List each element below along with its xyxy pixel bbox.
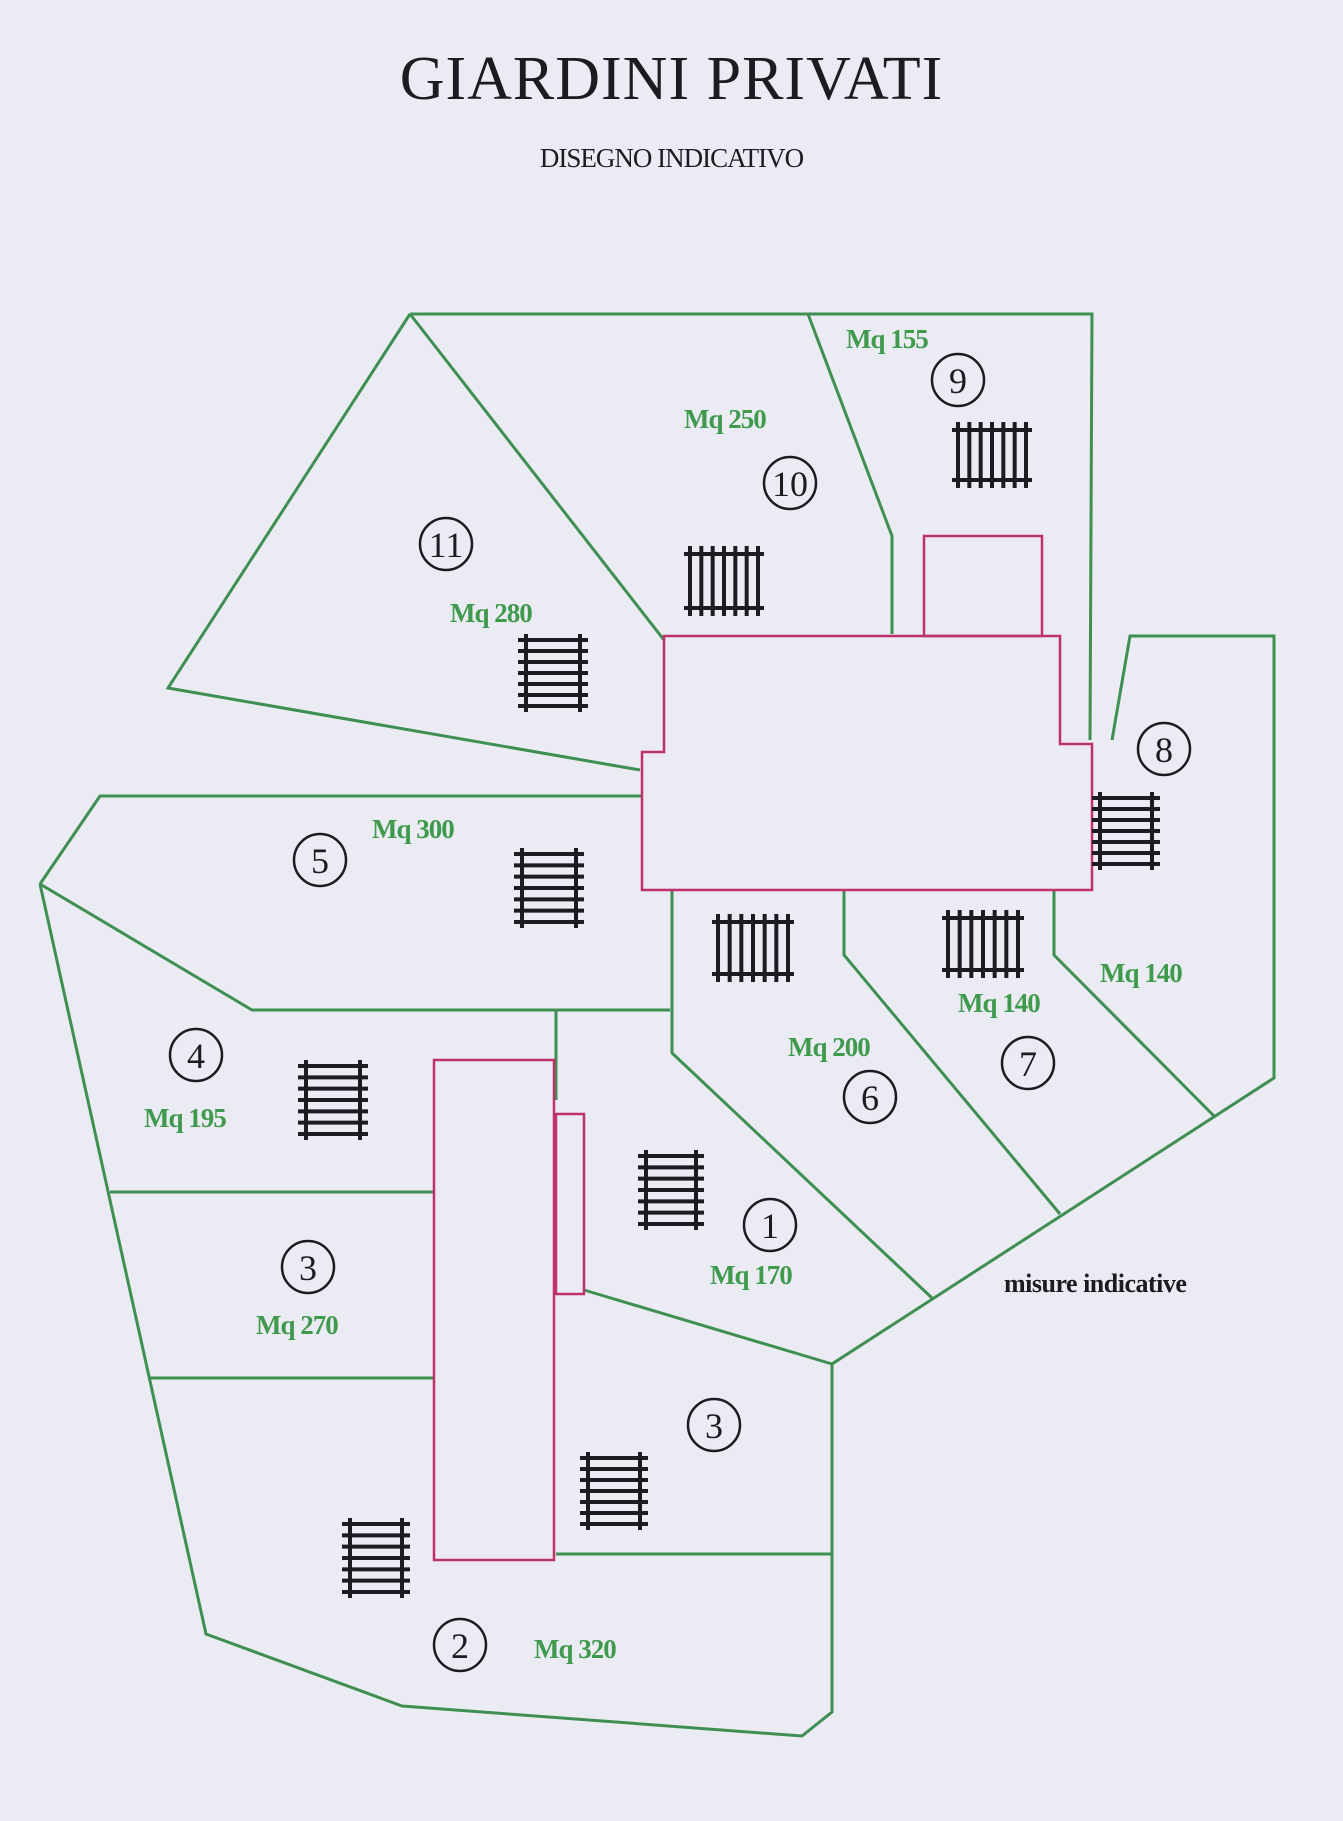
plot-number-label: 9	[949, 361, 967, 401]
plot-number-2: 2	[432, 1617, 488, 1673]
plot-number-label: 7	[1019, 1044, 1037, 1084]
plot-number-label: 5	[311, 841, 329, 881]
boundary-6-7	[842, 890, 1062, 1215]
stair-icon	[580, 1452, 648, 1530]
page-subtitle: DISEGNO INDICATIVO	[539, 143, 804, 173]
main-building	[640, 634, 1094, 892]
plot-area-label: Mq 195	[144, 1103, 226, 1133]
plot-number-11: 10	[762, 455, 818, 511]
plot-number-circle	[742, 1197, 798, 1253]
stair-icon	[1092, 792, 1160, 870]
plot-number-circle	[418, 516, 474, 572]
plot-area-label: Mq 300	[372, 814, 454, 844]
plot-number-12: 11	[418, 516, 474, 572]
plot-number-label: 1	[761, 1206, 779, 1246]
stair-icon	[952, 422, 1032, 488]
page-title: GIARDINI PRIVATI	[399, 45, 944, 113]
plot-area-label: Mq 140	[1100, 958, 1182, 988]
plot-number-label: 8	[1155, 730, 1173, 770]
stair-icon	[514, 848, 584, 928]
area-labels: Mq 170 Mq 320 Mq 270 Mq 195 Mq 300 Mq 200 Mq 1…	[144, 324, 1183, 1664]
plot-number-7: 6	[842, 1069, 898, 1125]
building-south-annex	[554, 1112, 586, 1296]
boundary-7-8	[1052, 890, 1216, 1118]
plot-number-circle	[292, 832, 348, 888]
stair-icon	[342, 1518, 410, 1598]
stair-icon	[942, 910, 1024, 978]
boundary-1-3	[583, 1288, 833, 1366]
boundary-11-10	[408, 313, 666, 641]
plot-number-circle	[762, 455, 818, 511]
plot-number-1: 1	[742, 1197, 798, 1253]
boundary-west	[38, 883, 834, 1738]
plot-number-label: 10	[772, 464, 808, 504]
plot-numbers: 1 2 3 3 4 5 6 7 8 9 10 11	[168, 352, 1192, 1673]
plot-area-label: Mq 270	[256, 1310, 338, 1340]
boundary-11	[165, 313, 641, 772]
boundary-5-4	[39, 882, 670, 1012]
boundary-5-top	[38, 794, 642, 885]
boundary-6-west	[670, 890, 934, 1300]
plot-number-circle	[432, 1617, 488, 1673]
plot-number-circle	[1136, 721, 1192, 777]
outer-boundary-top	[410, 312, 1094, 741]
plot-number-8: 7	[1000, 1035, 1056, 1091]
plot-number-6: 5	[292, 832, 348, 888]
plot-number-circle	[168, 1027, 224, 1083]
stair-icon	[712, 914, 794, 982]
building-south	[432, 1058, 556, 1562]
plot-number-circle	[930, 352, 986, 408]
plot-number-label: 2	[451, 1626, 469, 1666]
plot-number-circle	[686, 1397, 742, 1453]
stair-icon	[638, 1150, 704, 1230]
plot-number-circle	[842, 1069, 898, 1125]
plot-area-label: Mq 140	[958, 988, 1040, 1018]
boundary-10-9	[806, 313, 894, 634]
stair-icon	[518, 634, 588, 712]
plot-number-label: 11	[429, 525, 464, 565]
stair-icon	[298, 1060, 368, 1140]
plot-number-circle	[1000, 1035, 1056, 1091]
plot-number-4: 3	[686, 1397, 742, 1453]
plot-number-label: 3	[299, 1248, 317, 1288]
plot-number-10: 9	[930, 352, 986, 408]
plot-number-9: 8	[1136, 721, 1192, 777]
plot-number-label: 4	[187, 1036, 205, 1076]
building-outlines	[432, 534, 1094, 1562]
plot-number-label: 6	[861, 1078, 879, 1118]
staircases	[298, 422, 1160, 1598]
plot-number-5: 4	[168, 1027, 224, 1083]
plot-number-circle	[280, 1239, 336, 1295]
stair-icon	[684, 546, 764, 616]
building-annex-north	[922, 534, 1044, 638]
boundary-8	[830, 634, 1276, 1554]
plot-boundaries	[38, 312, 1276, 1738]
plot-area-label: Mq 155	[846, 324, 928, 354]
plot-area-label: Mq 320	[534, 1634, 616, 1664]
plot-number-label: 3	[705, 1406, 723, 1446]
plot-number-3: 3	[280, 1239, 336, 1295]
plot-area-label: Mq 170	[710, 1260, 792, 1290]
measures-note: misure indicative	[1004, 1269, 1186, 1298]
plot-area-label: Mq 200	[788, 1032, 870, 1062]
plot-area-label: Mq 280	[450, 598, 532, 628]
plot-area-label: Mq 250	[684, 404, 766, 434]
